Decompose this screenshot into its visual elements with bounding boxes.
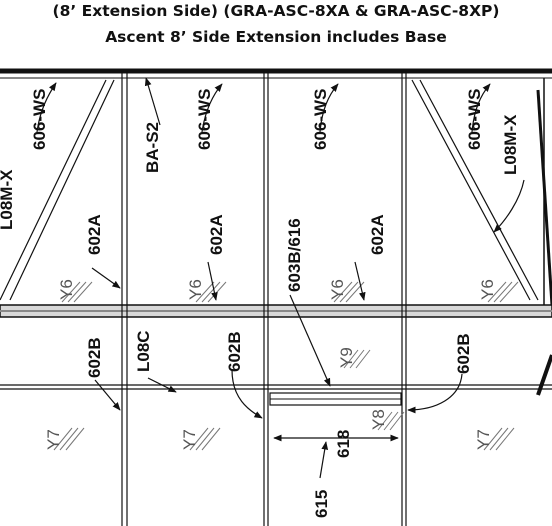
label-606-ws-2: 606-WS (195, 89, 214, 150)
label-602b-3: 602B (454, 333, 473, 374)
assembly-diagram: L08M-X 606-WS BA-S2 606-WS 606-WS 606-WS… (0, 68, 552, 526)
window-y7-1: Y7 (44, 429, 63, 450)
window-y6-2: Y6 (186, 279, 205, 300)
part-labels: L08M-X 606-WS BA-S2 606-WS 606-WS 606-WS… (0, 89, 520, 518)
label-615: 615 (312, 490, 331, 518)
window-y8: Y8 (369, 409, 388, 430)
label-602a-2: 602A (207, 214, 226, 255)
window-hatches (53, 281, 519, 451)
label-602b-1: 602B (85, 337, 104, 378)
label-606-ws-1: 606-WS (30, 89, 49, 150)
brace-right (411, 79, 531, 301)
label-602a-1: 602A (85, 214, 104, 255)
window-labels: Y6 Y6 Y6 Y6 Y9 Y8 Y7 Y7 Y7 (44, 279, 497, 450)
label-602b-2: 602B (225, 331, 244, 372)
window-y9: Y9 (337, 347, 356, 368)
leader-arrows (36, 77, 525, 479)
window-y6-1: Y6 (57, 279, 76, 300)
window-y7-3: Y7 (474, 429, 493, 450)
window-y6-3: Y6 (328, 279, 347, 300)
label-606-ws-4: 606-WS (465, 89, 484, 150)
label-l08m-right: L08M-X (501, 114, 520, 175)
frame (0, 68, 552, 526)
window-y6-4: Y6 (478, 279, 497, 300)
window-y7-2: Y7 (180, 429, 199, 450)
header: (8’ Extension Side) (GRA-ASC-8XA & GRA-A… (0, 0, 552, 58)
label-602a-3: 602A (368, 214, 387, 255)
diagram-subtitle: Ascent 8’ Side Extension includes Base (105, 28, 447, 46)
brace-left (9, 79, 115, 301)
label-l08c: L08C (134, 330, 153, 372)
diagram-title: (8’ Extension Side) (GRA-ASC-8XA & GRA-A… (52, 2, 500, 20)
label-618: 618 (334, 430, 353, 458)
label-ba-s2: BA-S2 (143, 122, 162, 173)
label-l08m-left: L08M-X (0, 169, 16, 230)
label-603b-616: 603B/616 (285, 218, 304, 292)
label-606-ws-3: 606-WS (311, 89, 330, 150)
